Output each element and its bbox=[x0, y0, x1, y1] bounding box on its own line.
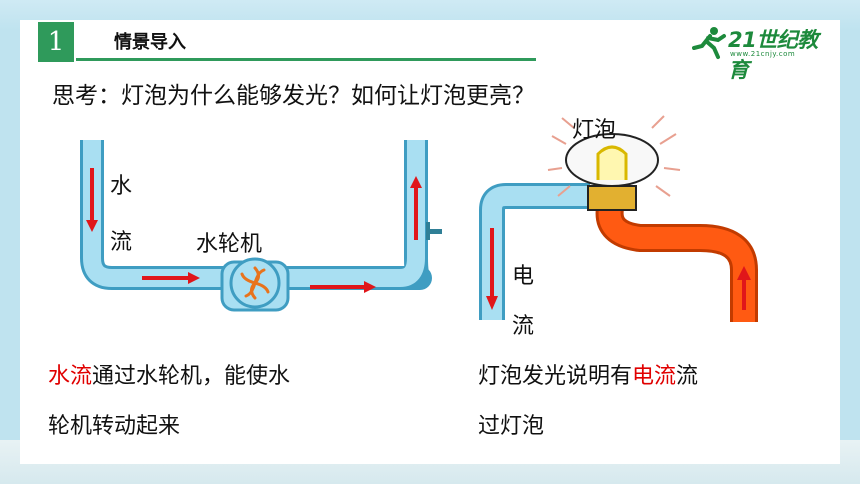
runner-icon bbox=[692, 27, 726, 59]
question-text: 思考：灯泡为什么能够发光？如何让灯泡更亮？ bbox=[52, 83, 535, 109]
current-label-2: 流 bbox=[512, 314, 535, 339]
logo-text: 21世纪教育 bbox=[728, 28, 818, 82]
current-label-1: 电 bbox=[512, 264, 535, 289]
logo-url: www.21cnjy.com bbox=[730, 50, 796, 58]
water-flow-label-1: 水 bbox=[110, 174, 133, 199]
brand-logo: 21世纪教育 www.21cnjy.com bbox=[688, 24, 828, 82]
section-title: 情景导入 bbox=[114, 32, 186, 53]
section-number-badge: 1 bbox=[38, 22, 74, 62]
right-description-post: 流 bbox=[676, 364, 699, 389]
left-description-text: 通过水轮机，能使水 bbox=[92, 364, 291, 389]
cold-wire bbox=[479, 183, 590, 320]
light-bulb bbox=[547, 115, 681, 211]
title-underline bbox=[76, 58, 536, 61]
bulb-label: 灯泡 bbox=[572, 118, 617, 143]
current-highlight: 电流 bbox=[632, 364, 677, 389]
hot-wire bbox=[595, 205, 758, 322]
left-description-line2: 轮机转动起来 bbox=[48, 414, 181, 439]
left-description-line1: 水流通过水轮机，能使水 bbox=[48, 362, 290, 392]
water-flow-highlight: 水流 bbox=[48, 364, 93, 389]
water-wheel bbox=[220, 257, 290, 312]
right-description-line2: 过灯泡 bbox=[478, 414, 545, 439]
water-pipe bbox=[80, 140, 442, 290]
water-flow-arrows bbox=[86, 168, 422, 293]
current-arrows bbox=[486, 228, 751, 310]
right-description-pre: 灯泡发光说明有 bbox=[478, 364, 633, 389]
water-wheel-label: 水轮机 bbox=[196, 232, 263, 257]
water-flow-label-2: 流 bbox=[110, 230, 133, 255]
right-description-line1: 灯泡发光说明有电流流 bbox=[478, 362, 698, 392]
